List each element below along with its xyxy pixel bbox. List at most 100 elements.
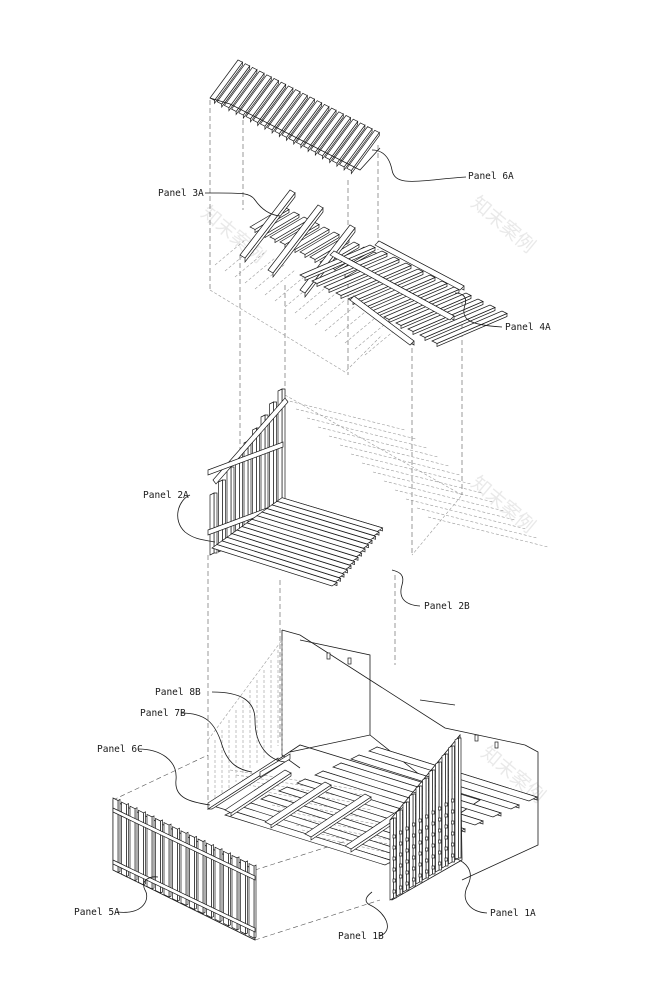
ghost-slat [234,251,266,278]
fastener [425,836,429,841]
label-panel-4a: Panel 4A [505,322,551,333]
fastener [418,829,422,834]
floor-plank [221,536,345,578]
fastener [418,851,422,856]
ghost-slat [214,239,246,266]
cross-member [304,793,372,838]
roof-slat [303,107,337,149]
fastener [425,869,429,874]
fastener [451,809,455,814]
fastener [444,802,448,807]
ghost-slat [314,299,346,326]
roof-slat [281,96,316,138]
wall-stud [209,492,215,556]
fastener [399,874,403,879]
floor-plank [246,518,363,557]
roof-slat [339,126,373,168]
wall-slat [223,850,229,927]
wall-slat [454,737,459,861]
frame-batten [311,250,388,284]
fastener [431,810,435,815]
label-panel-1a: Panel 1A [490,908,536,919]
frame-batten [419,304,496,338]
wall-slat [248,863,255,939]
wall-slat [409,793,414,889]
frame-batten [335,262,412,296]
wall-slat [396,809,401,897]
fastener [399,852,403,857]
roof-slat [346,129,380,172]
wall-slat [206,842,212,919]
ghost-slat [344,317,376,344]
cross-member [264,781,332,826]
labels: Panel 6A Panel 3A Panel 4A Panel 2A Pane… [74,171,551,942]
wall-slat [422,777,427,881]
ghost-edge [207,639,283,760]
frame-rail [374,240,465,291]
fastener [405,859,409,864]
fastener [444,813,448,818]
wall-slat [399,809,403,895]
fastener [451,798,455,803]
wall-slat [172,826,178,902]
fastener [405,826,409,831]
wall-rail [207,441,284,476]
ghost-slat [334,311,366,338]
floor-plank [241,522,359,562]
fastener [412,822,416,827]
ghost-slat [274,275,306,302]
wall-slat [146,813,153,890]
fastener [425,858,429,863]
floor-plank [271,500,380,536]
wall-slat [189,834,195,910]
ghost-slat [361,462,483,494]
wall-slat [214,846,221,923]
label-panel-7b: Panel 7B [140,708,186,719]
wall-slat [435,761,440,873]
ghost-slat [264,269,296,296]
fastener [392,878,396,883]
panel-4a-frame [299,240,508,348]
fastener [438,817,442,822]
fastener [425,847,429,852]
floor-plank [231,529,352,570]
wall-slat [428,769,433,877]
ghost-slat [324,305,356,332]
fastener [399,863,403,868]
wall-slat [415,785,420,885]
frame-rail [329,250,455,321]
ghost-edge [284,394,463,556]
floor-plank [216,540,342,583]
wall-slat [389,817,394,901]
label-panel-1b: Panel 1B [338,931,384,942]
wall-slat [458,737,462,859]
fastener [431,843,435,848]
wall-slat [155,817,161,894]
wall-slat [441,753,446,869]
fastener [412,877,416,882]
label-panel-2a: Panel 2A [143,490,189,501]
floor-plank [261,508,373,545]
ghost-slat [241,779,367,801]
floor-plank [251,515,366,553]
floor-plank [266,504,377,541]
roof-slat [231,70,265,112]
wall-slat [180,830,187,906]
fastener [438,861,442,866]
ghost-slat [277,809,385,831]
fastener [392,845,396,850]
frame-batten [431,310,508,344]
fastener [438,839,442,844]
watermark: 知末案例 [467,192,539,258]
wall-stud [213,492,218,554]
wall-slat [406,801,410,891]
wall-slat [448,745,453,865]
leader-lines [116,149,503,937]
fastener [399,885,403,890]
fastener [451,853,455,858]
roof-slat [288,100,323,142]
roof-slat [245,78,280,120]
fastener [451,831,455,836]
fastener [392,856,396,861]
floor-plank [236,526,356,566]
